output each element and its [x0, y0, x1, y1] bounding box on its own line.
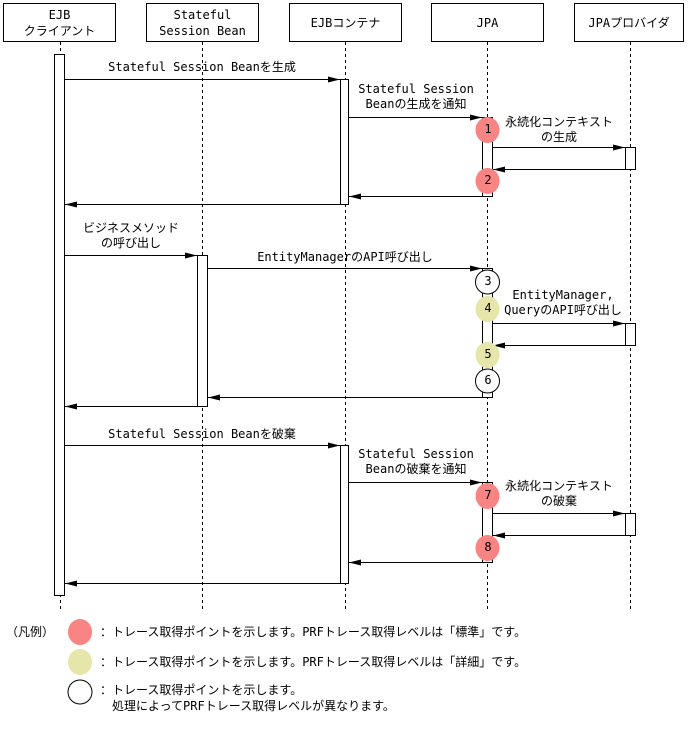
- lifeline-stateful-session-bean: Stateful Session Bean: [146, 3, 259, 42]
- trace-point-7-label: 7: [484, 488, 492, 502]
- trace-point-7: [475, 483, 500, 509]
- legend-detail-text: ：トレース取得ポイントを示します。PRFトレース取得レベルは「詳細」です。: [100, 655, 527, 669]
- message-entitymanager-api: EntityManagerのAPI呼び出し: [257, 250, 433, 264]
- trace-point-1: [475, 117, 500, 143]
- legend-standard-text: ：トレース取得ポイントを示します。PRFトレース取得レベルは「標準」です。: [100, 625, 527, 639]
- message-notify-destroy: Stateful Session Beanの破棄を通知: [358, 447, 474, 476]
- trace-point-1-label: 1: [484, 122, 492, 136]
- trace-point-6-label: 6: [484, 373, 492, 387]
- legend-variable-text: ：トレース取得ポイントを示します。 処理によってPRFトレース取得レベルが異なり…: [100, 683, 395, 713]
- activation-bars: [54, 54, 636, 596]
- trace-points: [67, 117, 500, 705]
- message-create-context: 永続化コンテキスト の生成: [505, 115, 613, 144]
- message-notify-create: Stateful Session Beanの生成を通知: [358, 82, 474, 111]
- message-destroy-bean: Stateful Session Beanを破棄: [108, 427, 296, 441]
- legend-standard-icon: [68, 619, 92, 645]
- message-create-bean: Stateful Session Beanを生成: [108, 60, 296, 74]
- trace-point-3-label: 3: [484, 274, 492, 288]
- trace-point-8: [475, 535, 500, 561]
- trace-point-3: [475, 269, 500, 295]
- trace-point-5-label: 5: [484, 347, 492, 361]
- lifeline-jpa: JPA: [431, 3, 544, 42]
- message-query-api: EntityManager, QueryのAPI呼び出し: [504, 288, 622, 317]
- trace-point-2-label: 2: [484, 173, 492, 187]
- message-business-method: ビジネスメソッド の呼び出し: [82, 221, 179, 250]
- lifeline-jpa-provider: JPAプロバイダ: [574, 3, 684, 42]
- trace-point-4: [475, 296, 500, 322]
- legend-detail-icon: [68, 649, 92, 675]
- message-destroy-context: 永続化コンテキスト の破棄: [505, 479, 613, 508]
- message-arrows: [64, 76, 625, 587]
- legend-variable-icon: [67, 679, 93, 705]
- lifeline-ejb-client: EJB クライアント: [3, 3, 116, 42]
- trace-point-4-label: 4: [484, 301, 492, 315]
- lifeline-ejb-container: EJBコンテナ: [289, 3, 402, 42]
- legend-title: （凡例）: [6, 625, 55, 639]
- trace-point-2: [475, 168, 500, 194]
- trace-point-5: [475, 342, 500, 368]
- trace-point-8-label: 8: [484, 540, 492, 554]
- trace-point-6: [475, 368, 500, 394]
